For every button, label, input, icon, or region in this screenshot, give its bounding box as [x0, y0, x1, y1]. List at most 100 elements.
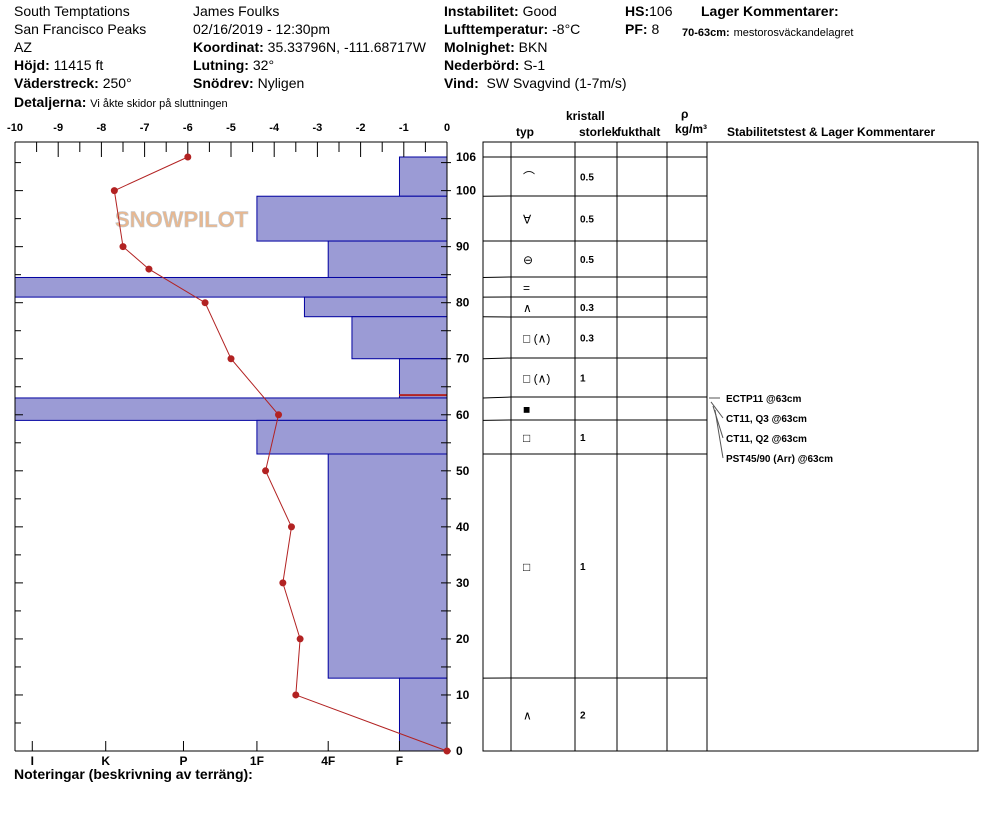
range: San Francisco Peaks [14, 21, 147, 37]
hardness-label: I [31, 754, 34, 768]
hardness-label: K [101, 754, 110, 768]
temperature-point [275, 411, 283, 419]
test-arrow [714, 409, 724, 459]
crystal-size: 0.3 [580, 334, 594, 345]
temperature-point [279, 579, 287, 587]
details: Vi åkte skidor på sluttningen [90, 98, 228, 110]
crystal-type: ∀ [523, 213, 532, 227]
temperature-point [262, 467, 270, 475]
header-moisture: fukthalt [617, 125, 661, 139]
crystal-size: 0.5 [580, 255, 594, 266]
elevation-label: Höjd: [14, 57, 50, 73]
test-arrow [712, 405, 724, 439]
crystal-type: ■ [523, 403, 530, 417]
hardness-bar [398, 677, 448, 752]
crystal-type: □ [523, 431, 530, 445]
temperature-point [296, 635, 304, 643]
temperature-point [292, 691, 300, 699]
state: AZ [14, 39, 32, 55]
header-comments: Stabilitetstest & Lager Kommentarer [727, 125, 936, 139]
wind-label: Vind: [444, 75, 479, 91]
wind-loading-label: Snödrev: [193, 75, 254, 91]
hardness-bar [256, 419, 448, 455]
y-tick-label: 20 [456, 632, 470, 646]
x-tick-label: 0 [444, 122, 450, 134]
y-tick-label: 40 [456, 520, 470, 534]
x-tick-label: -7 [140, 122, 150, 134]
stability-test: CT11, Q3 @63cm [726, 414, 807, 425]
logo-text: SNOWPILOT [115, 207, 249, 232]
crystal-size: 1 [580, 562, 586, 573]
hs: 106 [649, 3, 673, 19]
hardness-bar [256, 195, 448, 242]
observer: James Foulks [193, 3, 280, 19]
sky: BKN [518, 39, 548, 55]
crystal-size: 0.3 [580, 303, 594, 314]
airtemp-label: Lufttemperatur: [444, 21, 549, 37]
y-tick-label: 80 [456, 296, 470, 310]
details-label: Detaljerna: [14, 94, 87, 110]
crystal-type: = [523, 281, 530, 295]
elevation: 11415 ft [53, 57, 104, 73]
location: South Temptations [14, 3, 130, 19]
sky-label: Molnighet: [444, 39, 515, 55]
stability-test: PST45/90 (Arr) @63cm [726, 454, 833, 465]
crystal-type: ⊖ [523, 253, 533, 267]
header-crystal: kristall [566, 109, 605, 123]
hardness-bar [351, 316, 448, 360]
slope-label: Lutning: [193, 57, 249, 73]
stability-test: ECTP11 @63cm [726, 394, 801, 405]
precip-label: Nederbörd: [444, 57, 520, 73]
layer-comment-range: 70-63cm: [682, 27, 730, 39]
aspect-label: Väderstreck: [14, 75, 99, 91]
test-arrow [710, 401, 724, 419]
wind: SW Svagvind (1-7m/s) [486, 75, 627, 91]
pf-label: PF: [625, 21, 648, 37]
crystal-type: □ (∧) [523, 372, 550, 386]
hardness-bar [398, 358, 448, 399]
layer-comment: mestorosväckandelagret [733, 27, 854, 39]
y-tick-label: 70 [456, 352, 470, 366]
y-tick-label: 106 [456, 150, 476, 164]
aspect: 250° [102, 75, 132, 91]
x-tick-label: -1 [399, 122, 409, 134]
x-tick-label: -8 [97, 122, 107, 134]
hardness-label: F [396, 754, 403, 768]
y-tick-label: 50 [456, 464, 470, 478]
coord-label: Koordinat: [193, 39, 264, 55]
x-tick-label: -10 [7, 122, 23, 134]
crystal-size: 0.5 [580, 215, 594, 226]
x-tick-label: -4 [269, 122, 280, 134]
layer-table [482, 141, 979, 752]
temperature-point [227, 355, 235, 363]
temperature-point [287, 523, 295, 531]
hardness-label: 1F [250, 754, 264, 768]
y-tick-label: 60 [456, 408, 470, 422]
crystal-size: 0.5 [580, 173, 594, 184]
crystal-size: 2 [580, 711, 586, 722]
precip: S-1 [523, 57, 546, 73]
crystal-type: □ (∧) [523, 332, 550, 346]
x-tick-label: -5 [226, 122, 236, 134]
temperature-point [184, 153, 192, 161]
notes-label: Noteringar (beskrivning av terräng): [14, 766, 253, 782]
temperature-point [201, 299, 209, 307]
header-type: typ [516, 125, 534, 139]
temperature-point [145, 265, 153, 273]
slope: 32° [252, 57, 275, 73]
airtemp: -8°C [552, 21, 581, 37]
crystal-type: ⌒ [523, 171, 535, 185]
x-tick-label: -2 [356, 122, 366, 134]
y-tick-label: 0 [456, 744, 463, 758]
layer-comments-label: Lager Kommentarer: [701, 3, 839, 19]
wind-loading: Nyligen [257, 75, 305, 91]
crystal-size: 1 [580, 374, 586, 385]
stability: Good [522, 3, 557, 19]
hardness-bar [398, 156, 448, 197]
stability-label: Instabilitet: [444, 3, 519, 19]
x-tick-label: -3 [313, 122, 323, 134]
hardness-bar [14, 397, 448, 421]
temperature-point [443, 747, 451, 755]
crystal-type: ∧ [523, 301, 532, 315]
